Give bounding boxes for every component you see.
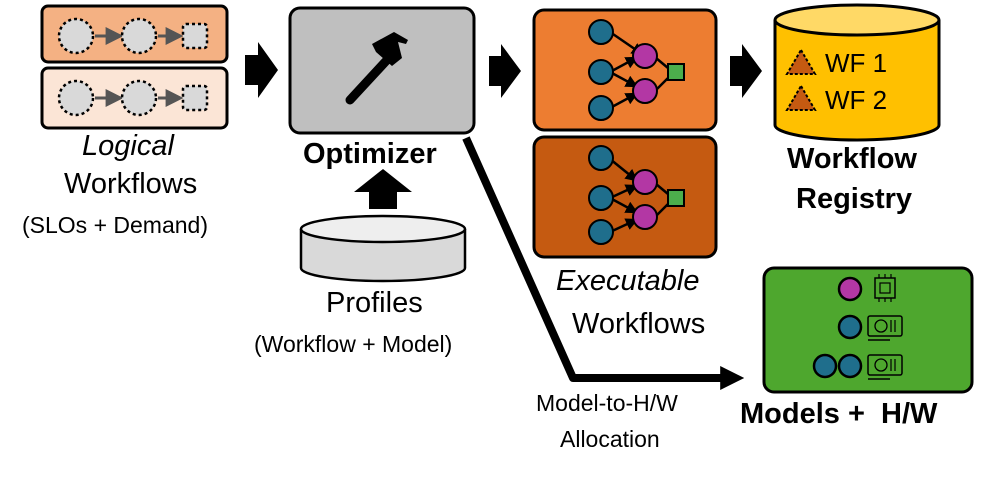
profiles-database bbox=[299, 214, 467, 283]
allocation-label-line2: Allocation bbox=[560, 426, 660, 452]
arrow-executable-to-registry bbox=[730, 44, 762, 98]
gpu-card-icon bbox=[867, 354, 903, 380]
allocation-label-line1: Model-to-H/W bbox=[536, 390, 678, 416]
optimizer-box bbox=[288, 6, 476, 135]
workflow-registry-database bbox=[773, 3, 941, 142]
cpu-chip-icon bbox=[874, 274, 896, 302]
models-hw-box bbox=[762, 266, 974, 394]
allocation-arrow bbox=[462, 136, 745, 390]
hammer-icon bbox=[345, 32, 408, 105]
logical-workflow-box-2 bbox=[40, 66, 229, 130]
profiles-label: Profiles bbox=[326, 287, 423, 319]
arrow-logical-to-optimizer bbox=[245, 42, 278, 98]
logical-title-italic: Logical bbox=[82, 130, 174, 162]
logical-workflow-box-1 bbox=[40, 4, 229, 64]
optimizer-label: Optimizer bbox=[303, 138, 437, 170]
executable-workflow-box-1 bbox=[532, 8, 718, 132]
registry-label-line2: Registry bbox=[796, 183, 913, 215]
logical-title: Workflows bbox=[64, 168, 198, 200]
warning-triangle-icon bbox=[785, 48, 817, 75]
warning-triangle-icon bbox=[785, 84, 817, 111]
executable-workflow-box-2 bbox=[532, 135, 718, 259]
arrow-profiles-to-optimizer bbox=[354, 169, 412, 209]
executable-title-italic: Executable bbox=[556, 265, 700, 297]
registry-item-1: WF 1 bbox=[825, 48, 888, 78]
gpu-card-icon bbox=[867, 315, 903, 341]
registry-label-line1: Workflow bbox=[787, 143, 917, 175]
registry-item-2: WF 2 bbox=[825, 85, 888, 115]
models-hw-label: Models + H/W bbox=[740, 398, 938, 430]
logical-subtitle: (SLOs + Demand) bbox=[22, 212, 208, 238]
profiles-subtitle: (Workflow + Model) bbox=[254, 331, 453, 357]
executable-title: Workflows bbox=[572, 308, 706, 340]
arrow-optimizer-to-executable bbox=[489, 44, 521, 98]
